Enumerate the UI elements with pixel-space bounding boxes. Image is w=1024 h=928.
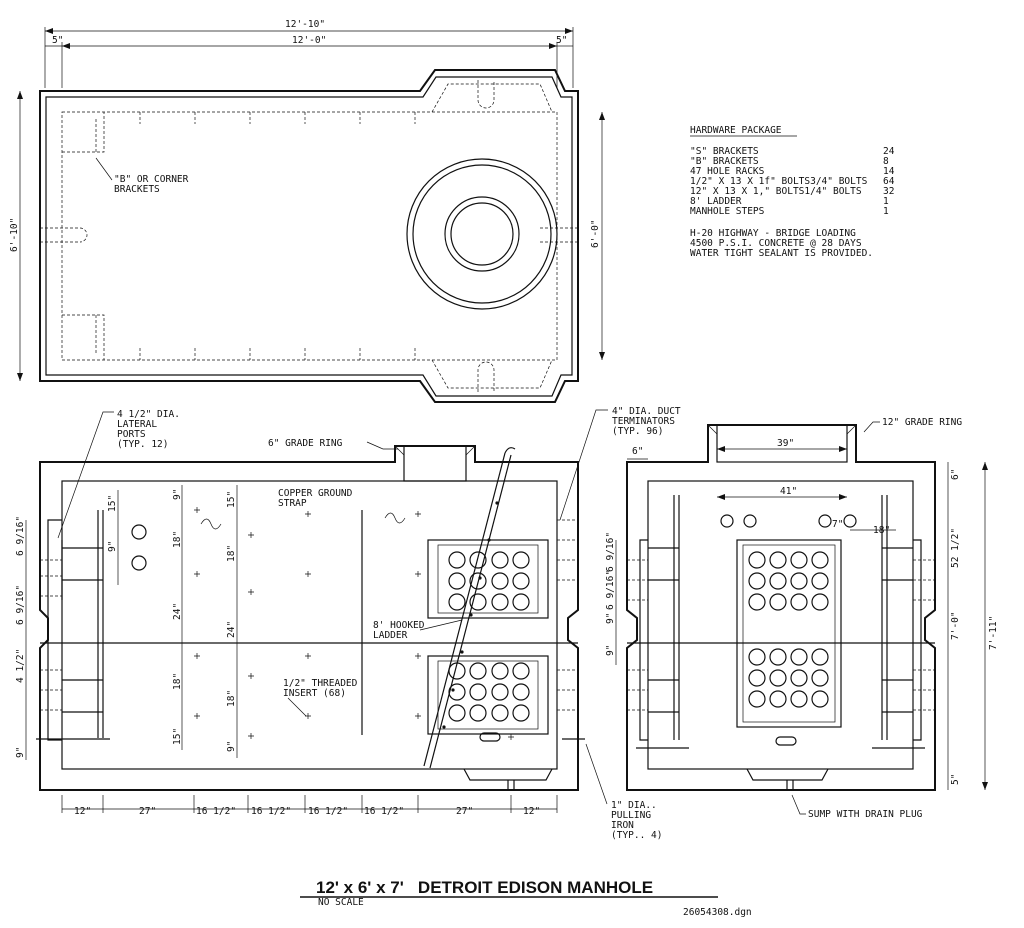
label-copper-strap-1: COPPER GROUND — [278, 488, 353, 499]
label-grade-ring-12: 12" GRADE RING — [882, 417, 962, 428]
hardware-qty-1: 24 — [883, 146, 895, 157]
label-lateral-ports-1: 4 1/2" DIA. — [117, 409, 180, 420]
dim-inner-width: 6'-0" — [590, 219, 601, 248]
dim-end-9a: 9" — [605, 613, 616, 624]
dim-bottom-1: 12" — [74, 806, 91, 817]
dim-bottom-4: 16 1/2" — [251, 806, 291, 817]
hardware-qty-6: 1 — [883, 196, 889, 207]
label-pulling-iron-4: (TYP.. 4) — [611, 830, 662, 841]
label-duct-terminators-3: (TYP. 96) — [612, 426, 663, 437]
dim-end-6r: 6" — [950, 469, 961, 480]
label-threaded-insert-1: 1/2" THREADED — [283, 678, 358, 689]
dim-side-696b: 6 9/16" — [15, 585, 26, 625]
title-block: 12' x 6' x 7' DETROIT EDISON MANHOLE NO … — [300, 878, 752, 918]
label-lateral-ports-4: (TYP. 12) — [117, 439, 168, 450]
drawing-title: 12' x 6' x 7' DETROIT EDISON MANHOLE — [316, 878, 653, 897]
dim-bottom-3: 16 1/2" — [196, 806, 236, 817]
dim-overall-length: 12'-10" — [285, 19, 325, 30]
hardware-package: HARDWARE PACKAGE "S" BRACKETS 24 "B" BRA… — [690, 125, 895, 259]
dim-end-41: 41" — [780, 486, 797, 497]
dim-wall-left: 5" — [52, 35, 63, 46]
label-lateral-ports-2: LATERAL — [117, 419, 157, 430]
dim-v-9c: 9" — [226, 741, 237, 752]
dim-side-696a: 6 9/16" — [15, 516, 26, 556]
dim-v-18b: 18" — [172, 673, 183, 690]
dim-v-15a: 15" — [107, 495, 118, 512]
label-hooked-ladder-2: LADDER — [373, 630, 408, 641]
hardware-qty-7: 1 — [883, 206, 889, 217]
dim-v-24a: 24" — [172, 603, 183, 620]
hardware-item-7: MANHOLE STEPS — [690, 206, 765, 217]
label-duct-terminators-2: TERMINATORS — [612, 416, 675, 427]
dim-v-18d: 18" — [226, 690, 237, 707]
dim-side-9: 9" — [15, 747, 26, 758]
dim-overall-width: 6'-10" — [9, 218, 20, 252]
dim-end-39: 39" — [777, 438, 794, 449]
hardware-item-5: 12" X 13 X 1," BOLTS1/4" BOLTS — [690, 186, 862, 197]
label-corner-brackets-2: BRACKETS — [114, 184, 160, 195]
dim-end-696: 6 9/16" — [605, 532, 616, 572]
side-elevation: 12" 27" 16 1/2" 16 1/2" 16 1/2" 16 1/2" … — [15, 406, 681, 841]
hardware-qty-2: 8 — [883, 156, 889, 167]
label-duct-terminators-1: 4" DIA. DUCT — [612, 406, 681, 417]
hardware-heading: HARDWARE PACKAGE — [690, 125, 782, 136]
hardware-note-2: 4500 P.S.I. CONCRETE @ 28 DAYS — [690, 238, 862, 249]
label-threaded-insert-2: INSERT (68) — [283, 688, 346, 699]
hardware-qty-5: 32 — [883, 186, 894, 197]
dim-end-9b: 9" — [605, 645, 616, 656]
dim-v-15c: 15" — [226, 491, 237, 508]
dim-wall-right: 5" — [556, 35, 567, 46]
hardware-note-3: WATER TIGHT SEALANT IS PROVIDED. — [690, 248, 873, 259]
dim-v-24b: 24" — [226, 621, 237, 638]
hardware-item-6: 8' LADDER — [690, 196, 742, 207]
dim-end-70: 7'-0" — [950, 611, 961, 640]
dim-end-6: 6" — [632, 446, 643, 457]
label-pulling-iron-1: 1" DIA.. — [611, 800, 657, 811]
label-corner-brackets: "B" OR CORNER — [114, 174, 189, 185]
hardware-item-1: "S" BRACKETS — [690, 146, 759, 157]
dim-v-18c: 18" — [226, 545, 237, 562]
scale-note: NO SCALE — [318, 897, 364, 908]
label-hooked-ladder-1: 8' HOOKED — [373, 620, 425, 631]
dim-end-7: 7" — [832, 519, 843, 530]
dim-side-412: 4 1/2" — [15, 649, 26, 683]
label-pulling-iron-2: PULLING — [611, 810, 651, 821]
dim-v-15b: 15" — [172, 728, 183, 745]
end-elevation: 39" 41" 6" 7" 18" 6" 52 1/2" 7'-0" 5" 7'… — [605, 417, 999, 820]
dim-v-9a: 9" — [107, 541, 118, 552]
dim-bottom-7: 27" — [456, 806, 473, 817]
hardware-item-2: "B" BRACKETS — [690, 156, 759, 167]
dim-end-711: 7'-11" — [988, 616, 999, 650]
hardware-item-4: 1/2" X 13 X 1f" BOLTS3/4" BOLTS — [690, 176, 868, 187]
dim-end-18: 18" — [873, 525, 890, 536]
hardware-qty-4: 64 — [883, 176, 895, 187]
dim-bottom-5: 16 1/2" — [308, 806, 348, 817]
dim-bottom-8: 12" — [523, 806, 540, 817]
plan-view: 12'-10" 12'-0" 5" 5" — [9, 19, 605, 403]
label-copper-strap-2: STRAP — [278, 498, 307, 509]
label-pulling-iron-3: IRON — [611, 820, 634, 831]
label-lateral-ports-3: PORTS — [117, 429, 146, 440]
hardware-note-1: H-20 HIGHWAY - BRIDGE LOADING — [690, 228, 856, 239]
dim-v-9b: 9" — [172, 489, 183, 500]
dim-bottom-2: 27" — [139, 806, 156, 817]
hardware-item-3: 47 HOLE RACKS — [690, 166, 765, 177]
label-grade-ring-6: 6" GRADE RING — [268, 438, 343, 449]
dim-v-18a: 18" — [172, 531, 183, 548]
file-name: 26054308.dgn — [683, 907, 752, 918]
dim-bottom-6: 16 1/2" — [364, 806, 404, 817]
dim-inner-length: 12'-0" — [292, 35, 326, 46]
label-sump: SUMP WITH DRAIN PLUG — [808, 809, 923, 820]
dim-end-5: 5" — [950, 774, 961, 785]
dim-end-696b: 6 9/16" — [605, 570, 616, 610]
dim-end-52: 52 1/2" — [950, 528, 961, 568]
hardware-qty-3: 14 — [883, 166, 895, 177]
